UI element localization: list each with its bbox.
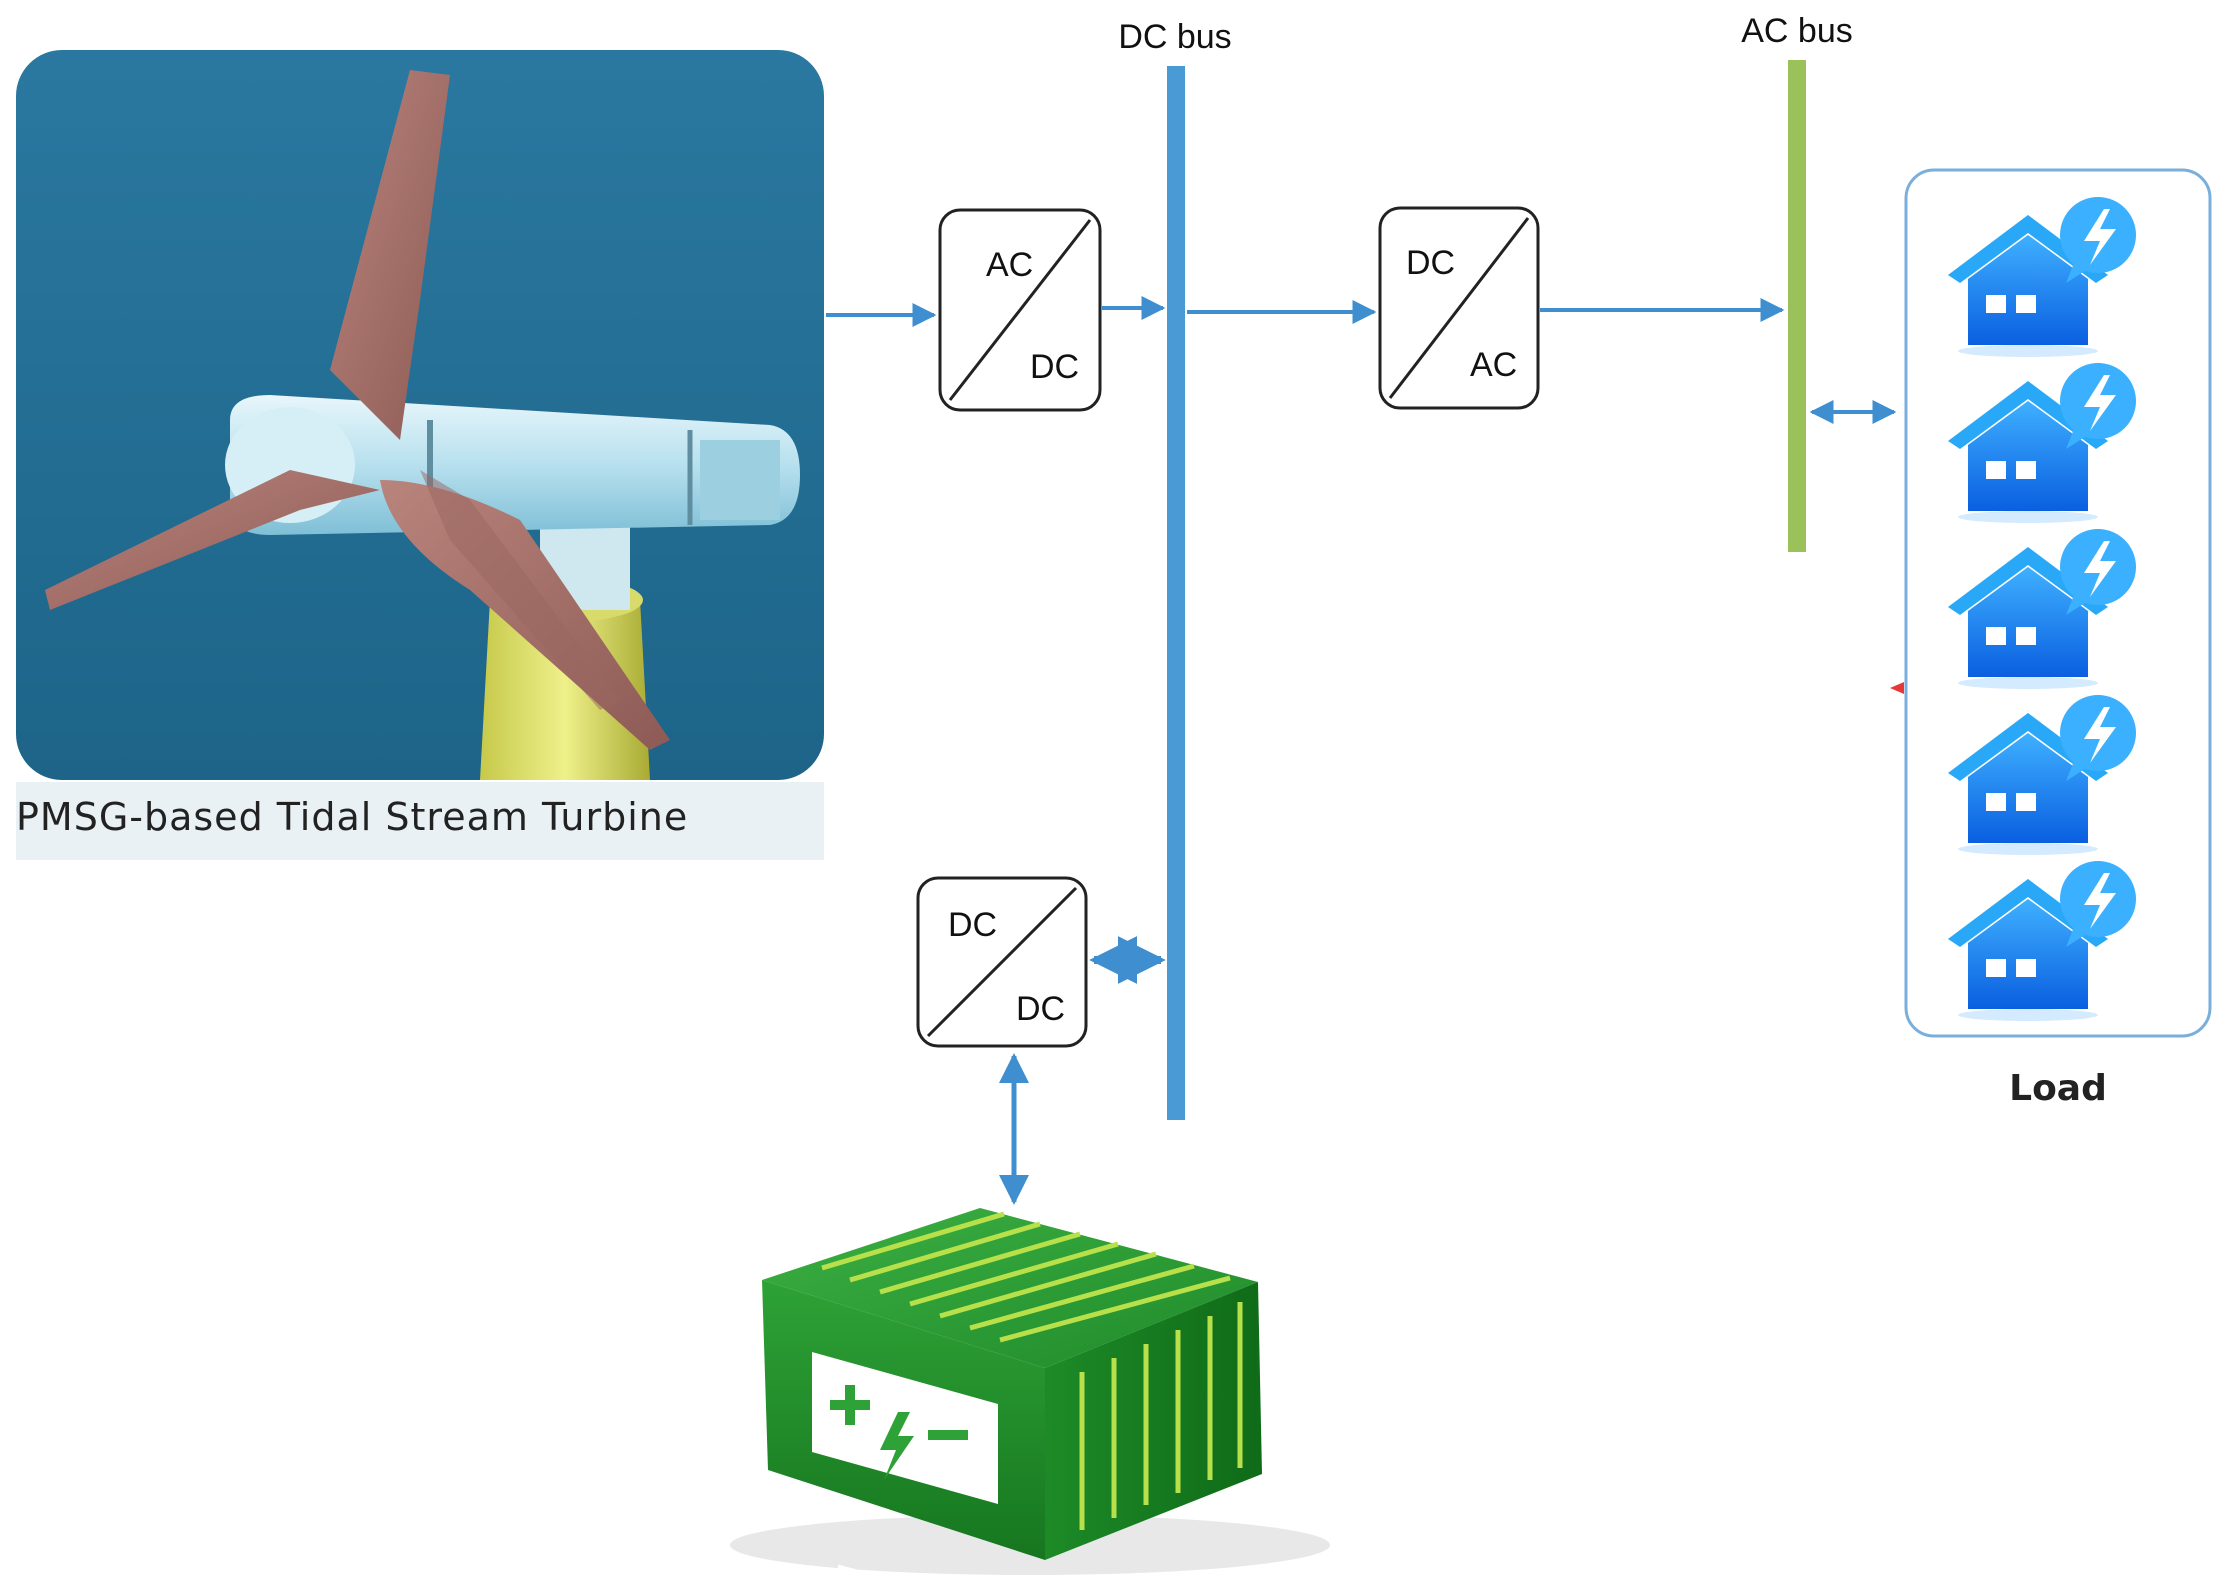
rectifier-converter: AC DC	[938, 208, 1102, 412]
house-icon	[1948, 363, 2136, 523]
rectifier-output-label: DC	[1030, 348, 1079, 386]
house-icon	[1948, 695, 2136, 855]
house-icon	[1948, 197, 2136, 357]
dc-bus-label: DC bus	[1118, 18, 1231, 56]
inverter-converter: DC AC	[1378, 206, 1540, 410]
rectifier-input-label: AC	[986, 246, 1033, 284]
load-houses	[1948, 197, 2136, 1021]
ac-bus-label: AC bus	[1741, 12, 1853, 50]
load-caption: Load	[2009, 1068, 2107, 1109]
ac-bus-bar	[1788, 60, 1806, 552]
tidal-turbine-image	[16, 50, 824, 860]
battery-converter: DC DC	[916, 876, 1088, 1048]
dc-bus-bar	[1167, 66, 1185, 1120]
inverter-input-label: DC	[1406, 244, 1455, 282]
house-icon	[1948, 861, 2136, 1021]
turbine-caption: PMSG-based Tidal Stream Turbine	[16, 795, 688, 839]
battery-converter-output-label: DC	[1016, 990, 1065, 1028]
battery-storage-icon	[730, 1208, 1330, 1594]
house-icon	[1948, 529, 2136, 689]
marker-icon	[1890, 682, 1904, 694]
battery-converter-input-label: DC	[948, 906, 997, 944]
inverter-output-label: AC	[1470, 346, 1517, 384]
